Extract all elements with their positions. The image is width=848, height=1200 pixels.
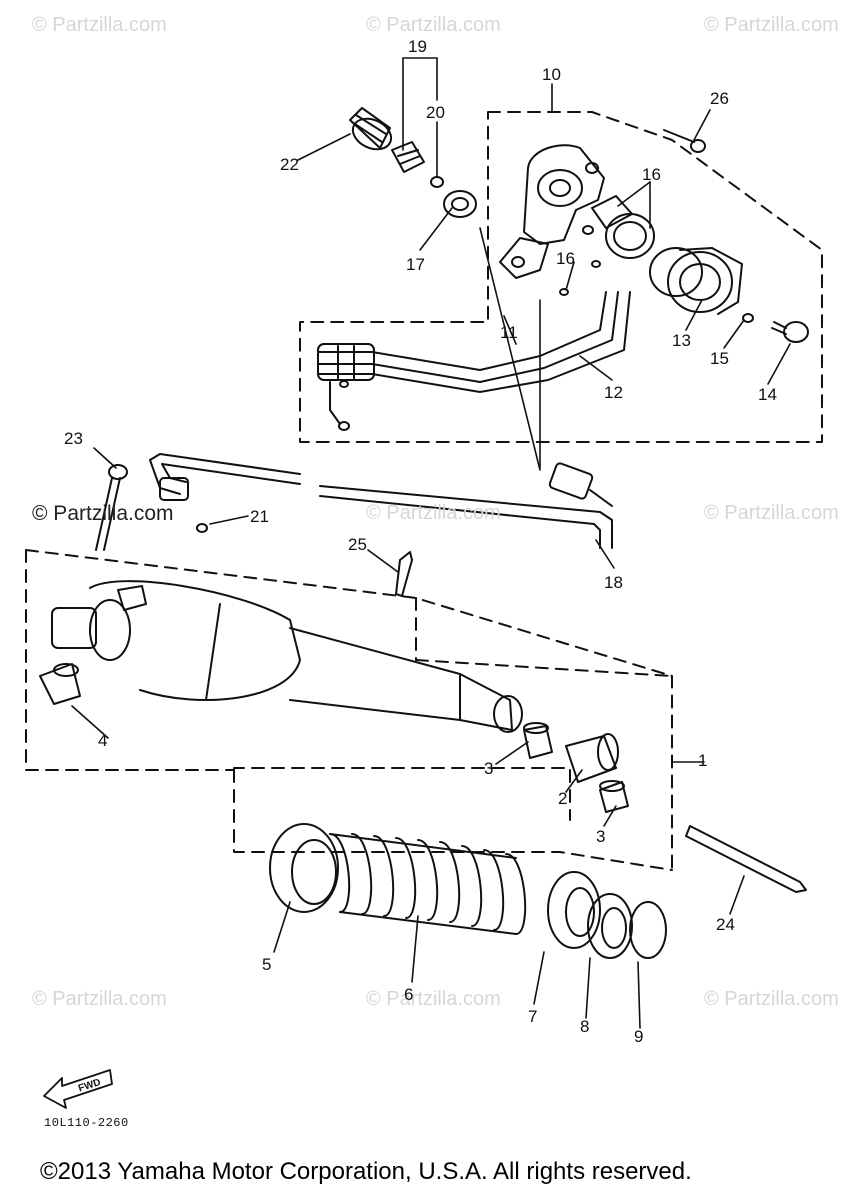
part-3-collar-a	[523, 722, 553, 759]
part-19-adjuster	[391, 141, 444, 188]
callout-6: 6	[404, 985, 414, 1004]
callout-26: 26	[710, 89, 729, 108]
callout-9: 9	[634, 1027, 644, 1046]
part-26-bolt	[663, 129, 706, 153]
callout-5: 5	[262, 955, 272, 974]
part-18-hose	[149, 453, 613, 549]
callout-3: 3	[484, 759, 494, 778]
part-8-adjuster-ring	[587, 893, 633, 959]
callout-17: 17	[406, 255, 425, 274]
watermark: © Partzilla.com	[704, 502, 839, 524]
copyright-notice: ©2013 Yamaha Motor Corporation, U.S.A. A…	[40, 1158, 692, 1185]
watermark-dark: © Partzilla.com	[32, 502, 174, 525]
callout-16: 16	[642, 165, 661, 184]
part-2-bearing	[565, 733, 619, 783]
callout-16b: 16	[556, 249, 575, 268]
callout-20: 20	[426, 103, 445, 122]
callout-12: 12	[604, 383, 623, 402]
callout-1: 1	[698, 751, 708, 770]
part-1-shock-body	[51, 580, 523, 733]
part-11-12-hoses	[317, 291, 631, 431]
part-25-pin	[395, 551, 413, 597]
callout-21: 21	[250, 507, 269, 526]
watermark: © Partzilla.com	[32, 14, 167, 36]
part-24-shaft	[685, 825, 807, 893]
part-10-reservoir	[499, 144, 605, 279]
watermark: © Partzilla.com	[704, 988, 839, 1010]
part-9-lock-ring	[629, 901, 667, 959]
part-14-cap	[771, 321, 809, 343]
part-17-seal	[443, 190, 477, 218]
callout-23: 23	[64, 429, 83, 448]
part-15-bolt	[742, 313, 754, 323]
callout-4: 4	[98, 731, 108, 750]
part-21-oring	[196, 523, 208, 533]
watermark: © Partzilla.com	[366, 988, 501, 1010]
part-16-seals	[559, 195, 655, 296]
part-22-knob	[349, 107, 393, 151]
watermark: © Partzilla.com	[32, 988, 167, 1010]
callout-18: 18	[604, 573, 623, 592]
leader-lines	[71, 57, 791, 1029]
part-4-bushing	[39, 663, 81, 705]
callout-19: 19	[408, 37, 427, 56]
callout-8: 8	[580, 1017, 590, 1036]
fwd-arrow-icon: FWD	[43, 1069, 113, 1109]
part-13-cover	[649, 247, 743, 315]
part-3-collar-b	[599, 780, 629, 813]
diagram-code: 10L110-2260	[44, 1116, 129, 1130]
callout-14: 14	[758, 385, 777, 404]
callout-15: 15	[710, 349, 729, 368]
watermark: © Partzilla.com	[366, 14, 501, 36]
callout-2: 2	[558, 789, 568, 808]
callout-22: 22	[280, 155, 299, 174]
callout-13: 13	[672, 331, 691, 350]
part-6-spring	[329, 833, 527, 935]
watermark: © Partzilla.com	[366, 502, 501, 524]
watermark: © Partzilla.com	[704, 14, 839, 36]
part-5-spring-seat	[269, 823, 339, 913]
callout-3b: 3	[596, 827, 606, 846]
assembly-outline-shock	[25, 549, 673, 871]
part-23-bolt	[95, 464, 128, 551]
callout-24: 24	[716, 915, 735, 934]
assembly-outline-upper	[299, 111, 823, 443]
callout-11: 11	[500, 323, 518, 342]
callout-25: 25	[348, 535, 367, 554]
callout-10: 10	[542, 65, 561, 84]
callout-7: 7	[528, 1007, 538, 1026]
part-7-spring-seat	[547, 871, 601, 949]
